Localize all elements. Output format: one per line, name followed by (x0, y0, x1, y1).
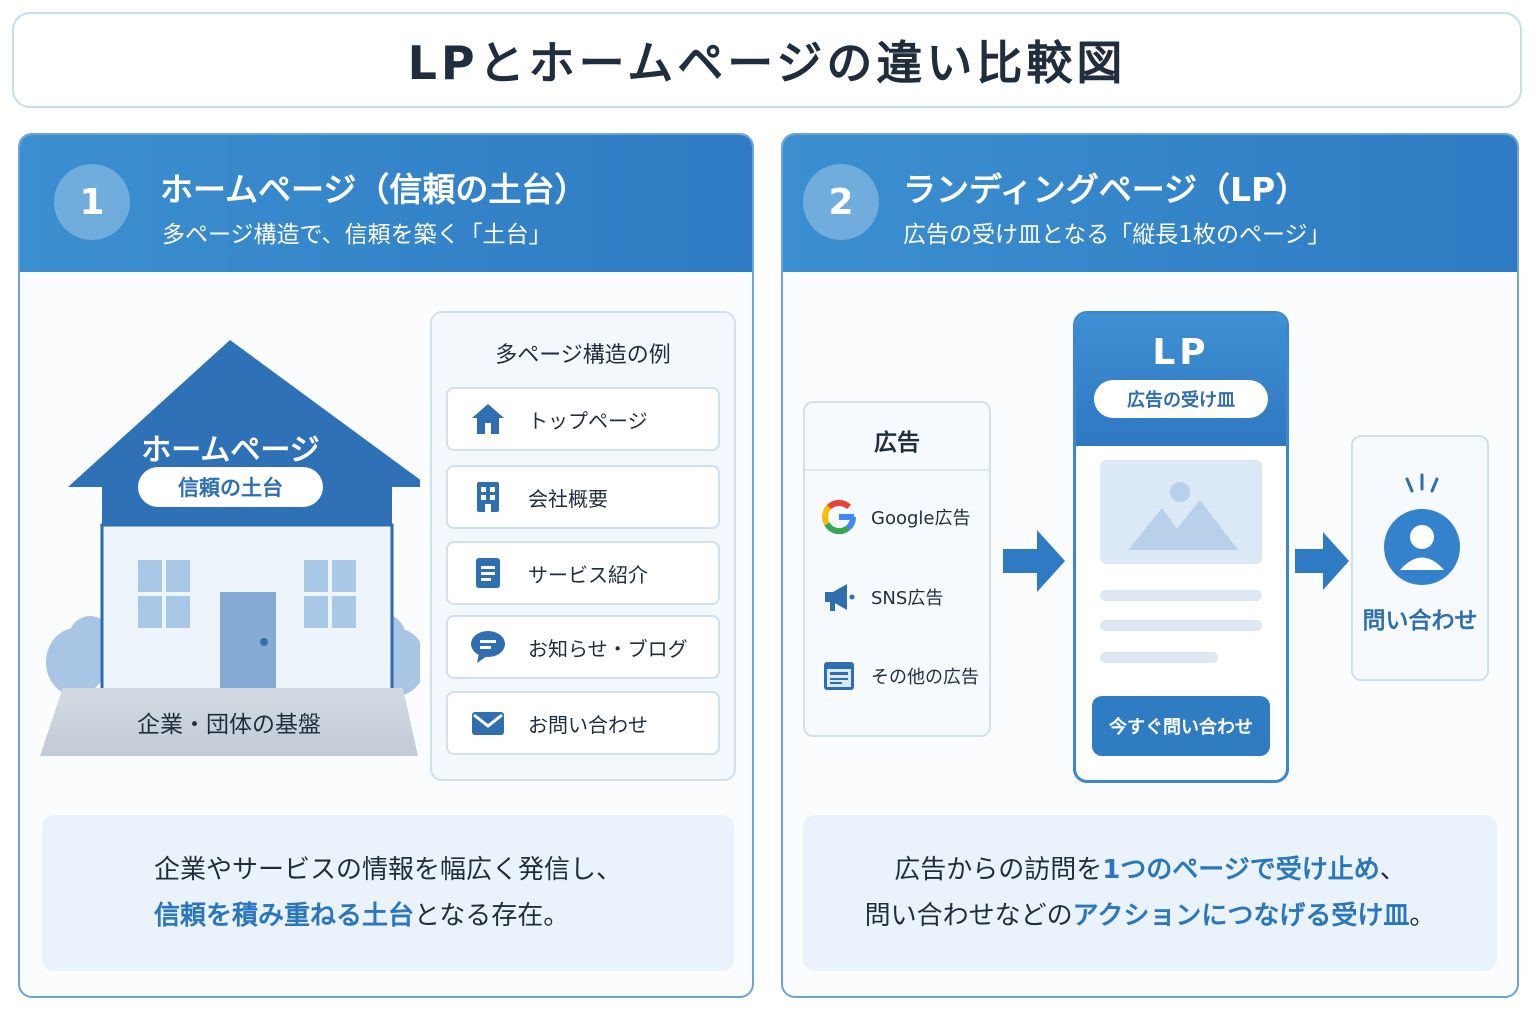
list-item-label: サービス紹介 (528, 562, 648, 587)
lp-panel: 2 ランディングページ（LP） 広告の受け皿となる「縦長1枚のページ」 広告 G… (781, 133, 1519, 998)
chat-icon (468, 627, 508, 667)
text-line-placeholder (1100, 652, 1218, 663)
ad-item-label: SNS広告 (871, 588, 944, 609)
description-text: 。 (1409, 901, 1436, 931)
homepage-panel: 1 ホームページ（信頼の土台） 多ページ構造で、信頼を築く「土台」 ホームページ… (18, 133, 754, 998)
description-highlight: 信頼を積み重ねる土台 (154, 901, 415, 931)
number-badge: 1 (54, 164, 130, 240)
house-pill: 信頼の土台 (138, 467, 323, 507)
list-item: トップページ (446, 387, 720, 451)
list-item-label: 会社概要 (528, 486, 608, 511)
ground-label: 企業・団体の基盤 (40, 688, 418, 756)
user-contact-icon (1384, 473, 1460, 585)
list-title: 多ページ構造の例 (495, 343, 671, 368)
image-placeholder-icon (1100, 460, 1262, 564)
building-icon (468, 477, 508, 517)
lp-mockup: LP 広告の受け皿 今すぐ問い合わせ (1073, 311, 1289, 783)
lp-title: LP (1152, 332, 1210, 373)
description-text: 、 (1379, 855, 1406, 885)
lp-pill: 広告の受け皿 (1094, 380, 1268, 418)
description-text: 広告からの訪問を (894, 855, 1103, 885)
house-label: ホームページ (141, 433, 320, 468)
ads-divider (805, 469, 989, 471)
text-line-placeholder (1100, 620, 1262, 631)
contact-box: 問い合わせ (1351, 435, 1489, 681)
description-highlight: 1つのページで受け止め (1102, 855, 1380, 885)
description-line-1: 広告からの訪問を1つのページで受け止め、 (894, 847, 1406, 893)
ad-item-label: その他の広告 (871, 667, 979, 688)
list-item: お知らせ・ブログ (446, 615, 720, 679)
list-item-label: お知らせ・ブログ (528, 636, 688, 661)
title-banner: LPとホームページの違い比較図 (12, 12, 1522, 108)
google-icon (819, 497, 859, 537)
webpage-icon (819, 656, 859, 696)
list-item: サービス紹介 (446, 541, 720, 605)
ad-item: Google広告 (819, 497, 970, 537)
contact-now-button[interactable]: 今すぐ問い合わせ (1092, 696, 1270, 756)
contact-label: 問い合わせ (1362, 608, 1478, 634)
number-badge: 2 (803, 164, 879, 240)
arrow-right-icon (1295, 532, 1349, 590)
list-item-label: トップページ (528, 408, 648, 433)
homepage-panel-header: 1 ホームページ（信頼の土台） 多ページ構造で、信頼を築く「土台」 (20, 135, 752, 272)
description-highlight: アクションにつなげる受け皿 (1072, 901, 1410, 931)
panel-subheading: 広告の受け皿となる「縦長1枚のページ」 (903, 222, 1331, 248)
description-line-2: 信頼を積み重ねる土台となる存在。 (154, 893, 734, 939)
list-item-label: お問い合わせ (528, 712, 648, 737)
ad-item-label: Google広告 (871, 508, 971, 529)
ad-item: SNS広告 (819, 577, 943, 617)
panel-subheading: 多ページ構造で、信頼を築く「土台」 (162, 222, 552, 248)
mail-icon (468, 703, 508, 743)
text-line-placeholder (1100, 590, 1262, 601)
lp-description: 広告からの訪問を1つのページで受け止め、 問い合わせなどのアクションにつなげる受… (803, 815, 1497, 971)
arrow-right-icon (1003, 530, 1065, 592)
page-structure-list: 多ページ構造の例 トップページ 会社概要 サービス紹介 お知らせ・ブログ (430, 311, 736, 781)
description-text: となる存在。 (414, 901, 570, 931)
panel-heading: ホームページ（信頼の土台） (160, 170, 588, 209)
panel-heading: ランディングページ（LP） (903, 170, 1309, 209)
ad-item: その他の広告 (819, 656, 979, 696)
page-title: LPとホームページの違い比較図 (407, 36, 1127, 90)
list-item: お問い合わせ (446, 691, 720, 755)
ads-title: 広告 (874, 430, 920, 456)
home-icon (468, 399, 508, 439)
ads-box: 広告 Google広告 SNS広告 (803, 401, 991, 737)
document-icon (468, 553, 508, 593)
lp-header: LP 広告の受け皿 (1076, 314, 1286, 446)
megaphone-icon (819, 577, 859, 617)
description-text: 問い合わせなどの (864, 901, 1073, 931)
lp-panel-header: 2 ランディングページ（LP） 広告の受け皿となる「縦長1枚のページ」 (783, 135, 1517, 272)
description-line-2: 問い合わせなどのアクションにつなげる受け皿。 (865, 893, 1436, 939)
list-item: 会社概要 (446, 465, 720, 529)
description-line-1: 企業やサービスの情報を幅広く発信し、 (154, 855, 623, 885)
homepage-description: 企業やサービスの情報を幅広く発信し、 信頼を積み重ねる土台となる存在。 (42, 815, 734, 971)
